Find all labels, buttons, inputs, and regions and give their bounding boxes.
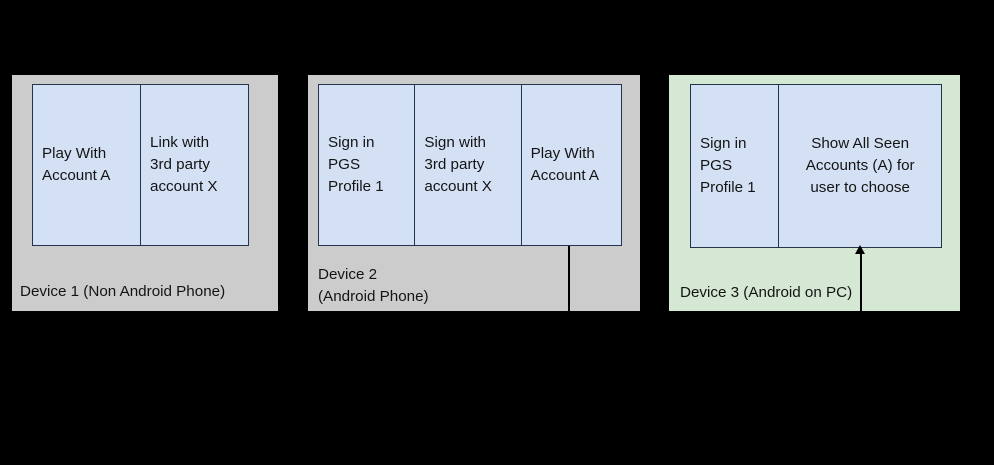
device-3-step-2: Show All Seen Accounts (A) for user to c… (778, 85, 941, 247)
device-1-step-group: Play With Account A Link with 3rd party … (32, 84, 249, 246)
device-panel-1: Play With Account A Link with 3rd party … (12, 75, 278, 311)
device-2-step-1: Sign in PGS Profile 1 (328, 133, 384, 196)
device-3-step-1: Sign in PGS Profile 1 (700, 134, 756, 197)
connector-line-device3-in (860, 252, 862, 312)
device-1-step-1: Play With Account A (42, 144, 111, 184)
arrow-up-icon (855, 245, 865, 254)
device-3-caption: Device 3 (Android on PC) (680, 284, 853, 301)
device-panel-3: Sign in PGS Profile 1 Show All Seen Acco… (669, 75, 960, 311)
device-panel-2: Sign in PGS Profile 1 Sign with 3rd part… (308, 75, 640, 311)
device-1-step-2: Link with 3rd party account X (140, 85, 248, 245)
device-2-caption: Device 2 (Android Phone) (318, 266, 429, 305)
device-1-caption: Device 1 (Non Android Phone) (20, 283, 226, 300)
device-3-step-group: Sign in PGS Profile 1 Show All Seen Acco… (690, 84, 942, 248)
device-2-step-3: Play With Account A (520, 85, 621, 245)
connector-line-device2-out (568, 246, 570, 312)
device-2-step-2: Sign with 3rd party account X (414, 85, 520, 245)
device-2-step-group: Sign in PGS Profile 1 Sign with 3rd part… (318, 84, 622, 246)
